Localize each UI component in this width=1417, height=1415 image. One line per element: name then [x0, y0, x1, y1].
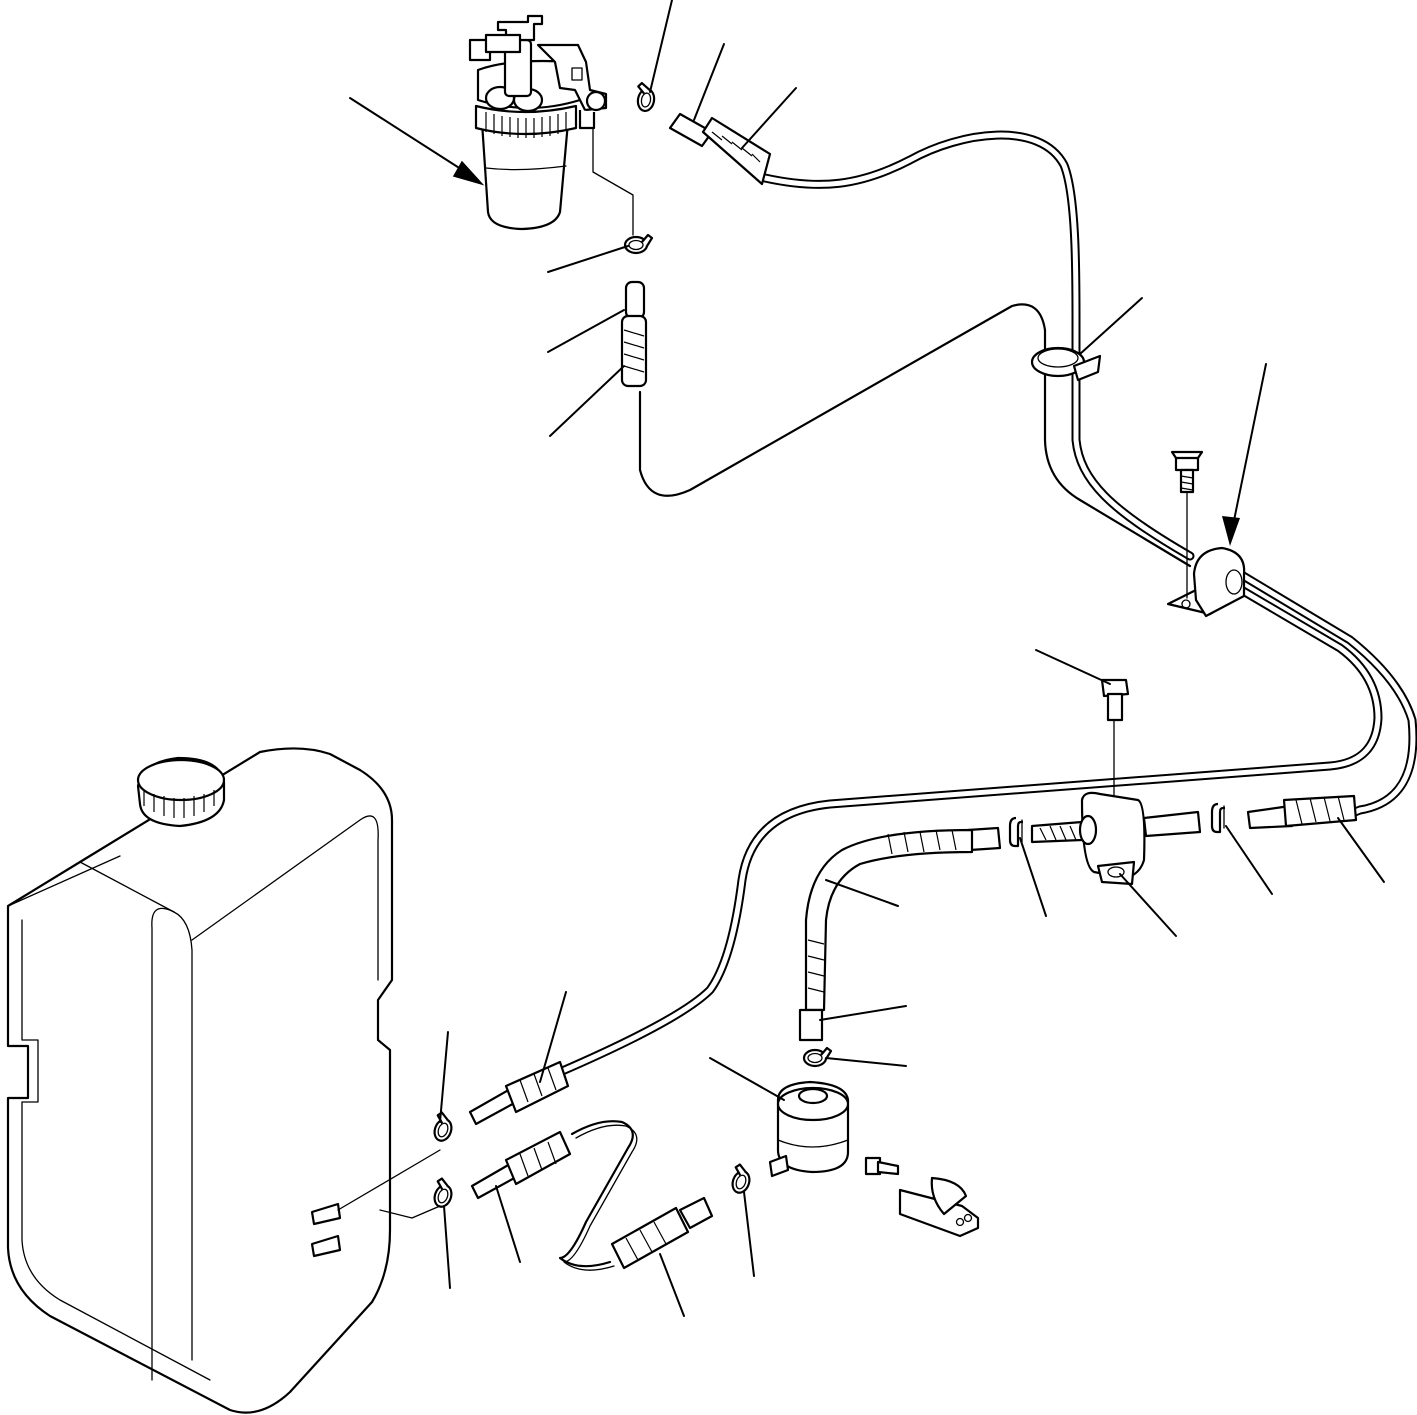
fuel-line-icon [560, 135, 1413, 1270]
pump-icon [1032, 793, 1200, 884]
bolt-icon [866, 452, 1202, 1174]
fuel-water-separator-icon [350, 16, 633, 235]
hose-icon [470, 114, 1356, 1268]
clip-bracket-icon [900, 1178, 978, 1236]
tank-icon [8, 748, 440, 1412]
clamp-icon [428, 81, 1227, 1211]
bracket-icon [1168, 364, 1266, 616]
inline-filter-icon [770, 1082, 848, 1176]
callout-leaders [440, 0, 1384, 1316]
